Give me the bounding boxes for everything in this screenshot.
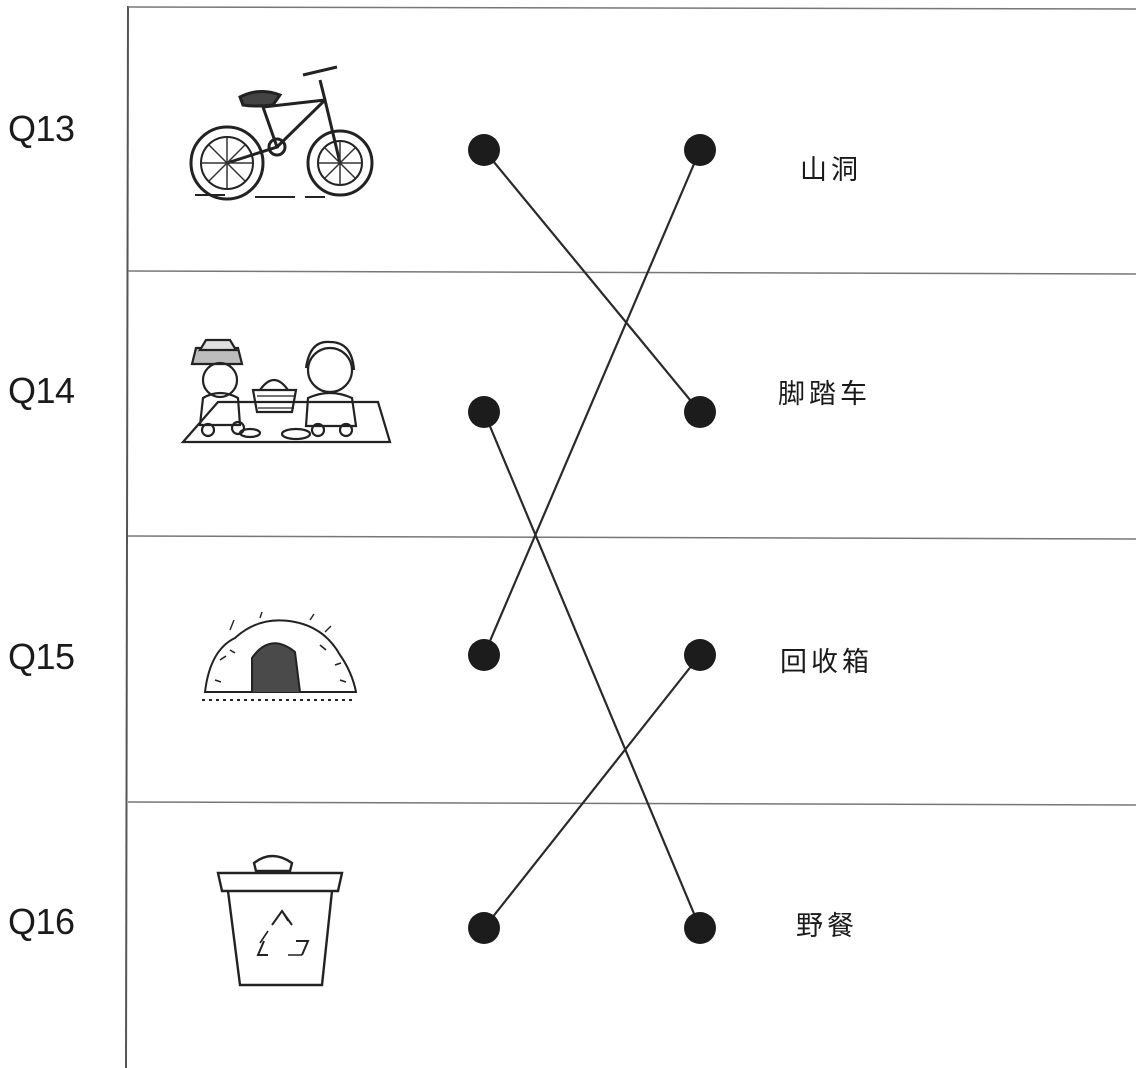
question-label-q15: Q15 [8,636,75,677]
right-dot-4[interactable] [684,912,716,944]
left-dot-q16[interactable] [468,912,500,944]
row-divider-2 [127,535,1136,540]
connection-line-q16 [482,653,702,930]
row-divider-1 [127,270,1136,275]
word-option-2: 脚踏车 [778,379,871,410]
row-divider-3 [127,801,1136,806]
word-option-4: 野餐 [796,911,858,942]
connection-line-q13 [482,148,702,414]
word-option-3: 回收箱 [780,647,873,678]
bicycle-icon [189,65,374,201]
connection-line-q14 [482,410,702,930]
recycle-bin-icon [216,854,344,987]
cave-icon [202,611,358,701]
right-dot-2[interactable] [684,396,716,428]
left-border [125,5,129,1068]
question-label-q13: Q13 [8,108,75,149]
connection-line-q15 [482,148,702,657]
right-dot-3[interactable] [684,639,716,671]
right-dot-1[interactable] [684,134,716,166]
left-dot-q13[interactable] [468,134,500,166]
question-label-q14: Q14 [8,370,75,411]
question-label-q16: Q16 [8,901,75,942]
picnic-icon [180,338,392,444]
word-option-1: 山洞 [800,155,862,186]
left-dot-q14[interactable] [468,396,500,428]
left-dot-q15[interactable] [468,639,500,671]
top-border [127,6,1136,10]
